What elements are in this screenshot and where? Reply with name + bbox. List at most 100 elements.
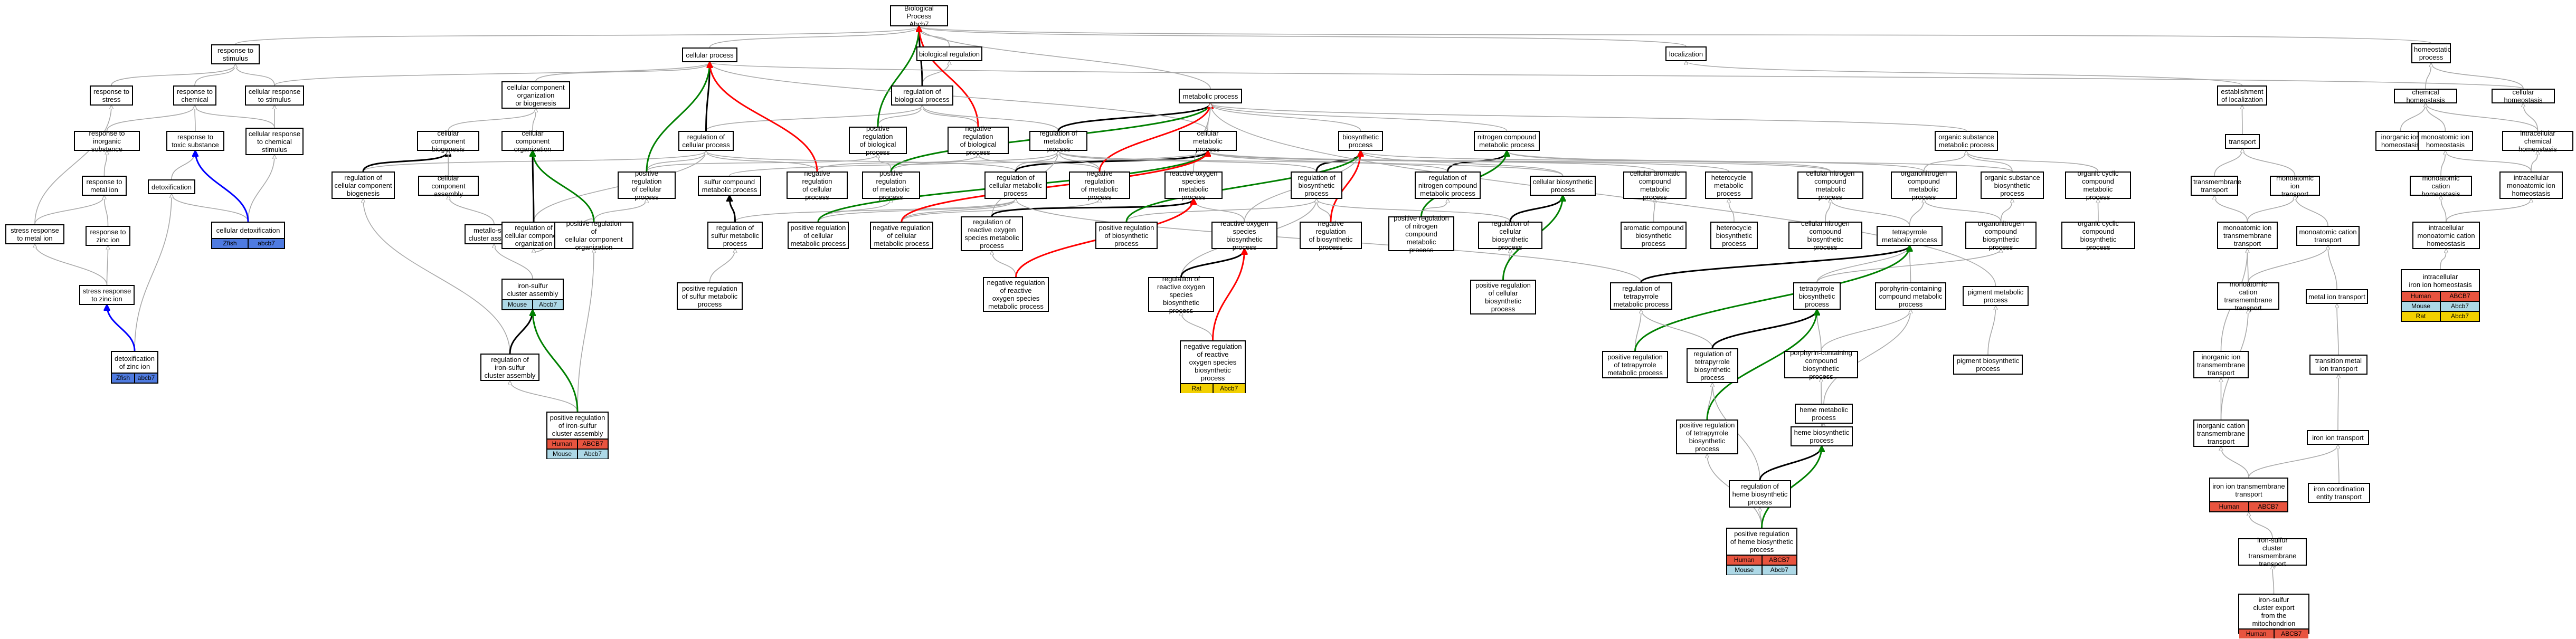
go-term-node-iron-sulfur-cluster-export-from-the-mitochondrion[interactable]: iron-sulfur cluster export from the mito… <box>2238 594 2309 638</box>
go-term-node-negative-regulation-of-reactive-oxygen-species-biosynthetic-process[interactable]: negative regulation of reactive oxygen s… <box>1180 340 1246 393</box>
go-term-node-localization[interactable]: localization <box>1665 46 1707 61</box>
go-term-node-cellular-metabolic-process[interactable]: cellular metabolic process <box>1179 129 1237 153</box>
gene-symbol-cell[interactable]: ABCB7 <box>2449 292 2470 300</box>
go-term-node-cellular-component-assembly[interactable]: cellular component assembly <box>418 174 479 198</box>
go-term-node-metal-ion-transport[interactable]: metal ion transport <box>2306 289 2368 304</box>
go-term-node-regulation-of-cellular-component-biogenesis[interactable]: regulation of cellular component biogene… <box>332 171 395 199</box>
go-term-node-negative-regulation-of-biological-process[interactable]: negative regulation of biological proces… <box>948 125 1009 156</box>
gene-symbol-cell[interactable]: ABCB7 <box>582 440 603 447</box>
go-term-node-monoatomic-ion-transmembrane-transport[interactable]: monoatomic ion transmembrane transport <box>2217 222 2278 249</box>
go-term-node-sulfur-compound-metabolic-process[interactable]: sulfur compound metabolic process <box>698 176 761 196</box>
go-term-node-reactive-oxygen-species-metabolic-process[interactable]: reactive oxygen species metabolic proces… <box>1164 169 1223 201</box>
go-term-node-tetrapyrrole-biosynthetic-process[interactable]: tetrapyrrole biosynthetic process <box>1793 282 1841 310</box>
go-term-node-homeostatic-process[interactable]: homeostatic process <box>2411 43 2451 63</box>
go-term-node-bp[interactable]: Biological Process Abcb7 <box>890 4 948 28</box>
go-term-node-cellular-component-biogenesis[interactable]: cellular component biogenesis <box>417 129 479 153</box>
go-term-node-cellular-response-to-chemical-stimulus[interactable]: cellular response to chemical stimulus <box>245 128 304 155</box>
go-term-node-monoatomic-cation-homeostasis[interactable]: monoatomic cation homeostasis <box>2410 174 2472 198</box>
go-term-node-transport[interactable]: transport <box>2225 134 2260 149</box>
go-term-node-cco-or-biogenesis[interactable]: cellular component organization or bioge… <box>501 81 570 109</box>
go-term-node-response-to-chemical[interactable]: response to chemical <box>173 85 216 106</box>
go-term-node-positive-regulation-of-tetrapyrrole-biosynthetic-process[interactable]: positive regulation of tetrapyrrole bios… <box>1676 419 1738 454</box>
go-term-node-cellular-nitrogen-compound-biosynthetic-process[interactable]: cellular nitrogen compound biosynthetic … <box>1788 220 1862 251</box>
go-term-node-organic-substance-metabolic-process[interactable]: organic substance metabolic process <box>1935 131 1998 151</box>
gene-symbol-cell[interactable]: Abcb7 <box>538 301 557 308</box>
go-term-node-biological-regulation[interactable]: biological regulation <box>916 46 982 61</box>
go-term-node-establishment-of-localization[interactable]: establishment of localization <box>2217 85 2267 106</box>
go-term-node-monoatomic-ion-transport[interactable]: monoatomic ion transport <box>2270 174 2320 198</box>
gene-symbol-cell[interactable]: ABCB7 <box>1769 556 1790 564</box>
go-term-node-stress-response-to-zinc-ion[interactable]: stress response to zinc ion <box>79 285 135 305</box>
go-term-node-intracellular-monoatomic-ion-homeostasis[interactable]: intracellular monoatomic ion homeostasis <box>2499 171 2563 199</box>
go-term-node-regulation-of-tetrapyrrole-metabolic-process[interactable]: regulation of tetrapyrrole metabolic pro… <box>1610 282 1672 310</box>
go-term-node-positive-regulation-of-cellular-process[interactable]: positive regulation of cellular process <box>618 169 676 201</box>
go-term-node-metabolic-process[interactable]: metabolic process <box>1179 89 1242 103</box>
go-term-node-intracellular-chemical-homeostasis[interactable]: intracellular chemical homeostasis <box>2502 129 2573 153</box>
go-term-node-regulation-of-biological-process[interactable]: regulation of biological process <box>891 85 953 106</box>
go-term-node-positive-regulation-of-biosynthetic-process[interactable]: positive regulation of biosynthetic proc… <box>1095 222 1158 249</box>
go-term-node-regulation-of-biosynthetic-process[interactable]: regulation of biosynthetic process <box>1291 171 1342 199</box>
go-term-node-intracellular-monoatomic-cation-homeostasis[interactable]: intracellular monoatomic cation homeosta… <box>2412 222 2480 249</box>
gene-symbol-cell[interactable]: abcb7 <box>258 240 275 247</box>
go-term-node-response-to-metal-ion[interactable]: response to metal ion <box>82 176 127 196</box>
go-term-node-negative-regulation-of-biosynthetic-process[interactable]: negative regulation of biosynthetic proc… <box>1300 220 1362 251</box>
go-term-node-transmembrane-transport[interactable]: transmembrane transport <box>2191 176 2241 196</box>
go-term-node-cellular-biosynthetic-process[interactable]: cellular biosynthetic process <box>1530 176 1596 196</box>
go-term-node-inorganic-ion-homeostasis[interactable]: inorganic ion homeostasis <box>2375 131 2426 151</box>
go-term-node-positive-regulation-of-cellular-component-organization[interactable]: positive regulation of cellular componen… <box>554 220 633 251</box>
go-term-node-positive-regulation-of-iron-sulfur-cluster-assembly[interactable]: positive regulation of iron-sulfur clust… <box>546 412 609 459</box>
go-term-node-chemical-homeostasis[interactable]: chemical homeostasis <box>2394 88 2457 104</box>
go-term-node-pigment-metabolic-process[interactable]: pigment metabolic process <box>1963 286 2029 306</box>
go-term-node-regulation-of-reactive-oxygen-species-metabolic-process[interactable]: regulation of reactive oxygen species me… <box>961 216 1023 251</box>
go-term-node-cellular-homeostasis[interactable]: cellular homeostasis <box>2492 88 2555 104</box>
go-term-node-porphyrin-containing-compound-metabolic-process[interactable]: porphyrin-containing compound metabolic … <box>1875 282 1946 310</box>
go-term-node-aromatic-compound-biosynthetic-process[interactable]: aromatic compound biosynthetic process <box>1621 222 1687 249</box>
go-term-node-regulation-of-nitrogen-compound-metabolic-process[interactable]: regulation of nitrogen compound metaboli… <box>1415 171 1481 199</box>
go-term-node-response-to-stress[interactable]: response to stress <box>90 85 133 106</box>
go-term-node-organic-cyclic-compound-biosynthetic-process[interactable]: organic cyclic compound biosynthetic pro… <box>2061 220 2135 251</box>
go-term-node-regulation-of-cellular-metabolic-process[interactable]: regulation of cellular metabolic process <box>984 171 1047 199</box>
go-term-node-negative-regulation-of-reactive-oxygen-species-metabolic-process[interactable]: negative regulation of reactive oxygen s… <box>983 277 1049 312</box>
go-term-node-cellular-process[interactable]: cellular process <box>682 47 737 62</box>
go-term-node-regulation-of-heme-biosynthetic-process[interactable]: regulation of heme biosynthetic process <box>1729 480 1791 508</box>
go-term-node-heterocycle-biosynthetic-process[interactable]: heterocycle biosynthetic process <box>1710 222 1758 249</box>
go-term-node-heme-biosynthetic-process[interactable]: heme biosynthetic process <box>1791 426 1853 446</box>
go-term-node-positive-regulation-of-tetrapyrrole-metabolic-process[interactable]: positive regulation of tetrapyrrole meta… <box>1602 351 1668 378</box>
go-term-node-regulation-of-cellular-process[interactable]: regulation of cellular process <box>678 131 734 151</box>
go-term-node-response-to-zinc-ion[interactable]: response to zinc ion <box>86 226 130 246</box>
go-term-node-transition-metal-ion-transport[interactable]: transition metal ion transport <box>2309 355 2367 375</box>
go-term-node-reactive-oxygen-species-biosynthetic-process[interactable]: reactive oxygen species biosynthetic pro… <box>1211 220 1277 251</box>
gene-symbol-cell[interactable]: abcb7 <box>137 374 155 382</box>
go-term-node-positive-regulation-of-nitrogen-compound-metabolic-process[interactable]: positive regulation of nitrogen compound… <box>1388 214 1454 254</box>
go-term-node-negative-regulation-of-cellular-metabolic-process[interactable]: negative regulation of cellular metaboli… <box>870 222 933 249</box>
go-term-node-regulation-of-tetrapyrrole-biosynthetic-process[interactable]: regulation of tetrapyrrole biosynthetic … <box>1687 348 1738 383</box>
gene-symbol-cell[interactable]: ABCB7 <box>2258 503 2279 510</box>
go-term-node-positive-regulation-of-heme-biosynthetic-process[interactable]: positive regulation of heme biosynthetic… <box>1726 528 1797 575</box>
go-term-node-iron-sulfur-cluster-transmembrane-transport[interactable]: iron-sulfur cluster transmembrane transp… <box>2238 536 2307 568</box>
go-term-node-regulation-of-reactive-oxygen-species-biosynthetic-process[interactable]: regulation of reactive oxygen species bi… <box>1148 275 1214 314</box>
go-term-node-response-to-toxic-substance[interactable]: response to toxic substance <box>166 131 224 151</box>
go-term-node-tetrapyrrole-metabolic-process[interactable]: tetrapyrrole metabolic process <box>1877 226 1943 246</box>
go-term-node-response-to-stimulus[interactable]: response to stimulus <box>211 44 260 64</box>
go-term-node-negative-regulation-of-cellular-process[interactable]: negative regulation of cellular process <box>787 169 848 201</box>
go-term-node-negative-regulation-of-metabolic-process[interactable]: negative regulation of metabolic process <box>1069 169 1130 201</box>
go-term-node-regulation-of-cellular-biosynthetic-process[interactable]: regulation of cellular biosynthetic proc… <box>1478 220 1542 251</box>
go-term-node-organonitrogen-compound-biosynthetic-process[interactable]: organonitrogen compound biosynthetic pro… <box>1965 220 2037 251</box>
go-term-node-iron-coordination-entity-transport[interactable]: iron coordination entity transport <box>2308 483 2370 503</box>
go-term-node-regulation-of-metabolic-process[interactable]: regulation of metabolic process <box>1029 129 1087 153</box>
go-term-node-cellular-response-to-stimulus[interactable]: cellular response to stimulus <box>245 85 304 106</box>
go-term-node-positive-regulation-of-cellular-metabolic-process[interactable]: positive regulation of cellular metaboli… <box>788 222 849 249</box>
gene-symbol-cell[interactable]: Abcb7 <box>583 450 602 457</box>
go-term-node-regulation-of-sulfur-metabolic-process[interactable]: regulation of sulfur metabolic process <box>707 222 763 249</box>
go-term-node-inorganic-cation-transmembrane-transport[interactable]: inorganic cation transmembrane transport <box>2193 419 2249 447</box>
go-term-node-porphyrin-containing-compound-biosynthetic-process[interactable]: porphyrin-containing compound biosynthet… <box>1784 349 1858 380</box>
go-term-node-monoatomic-cation-transmembrane-transport[interactable]: monoatomic cation transmembrane transpor… <box>2217 280 2279 312</box>
go-term-node-heterocycle-metabolic-process[interactable]: heterocycle metabolic process <box>1705 171 1753 199</box>
go-term-node-nitrogen-compound-metabolic-process[interactable]: nitrogen compound metabolic process <box>1474 131 1540 151</box>
gene-symbol-cell[interactable]: ABCB7 <box>2281 630 2302 637</box>
go-term-node-response-to-inorganic-substance[interactable]: response to inorganic substance <box>74 129 140 153</box>
go-term-node-heme-metabolic-process[interactable]: heme metabolic process <box>1795 404 1853 424</box>
